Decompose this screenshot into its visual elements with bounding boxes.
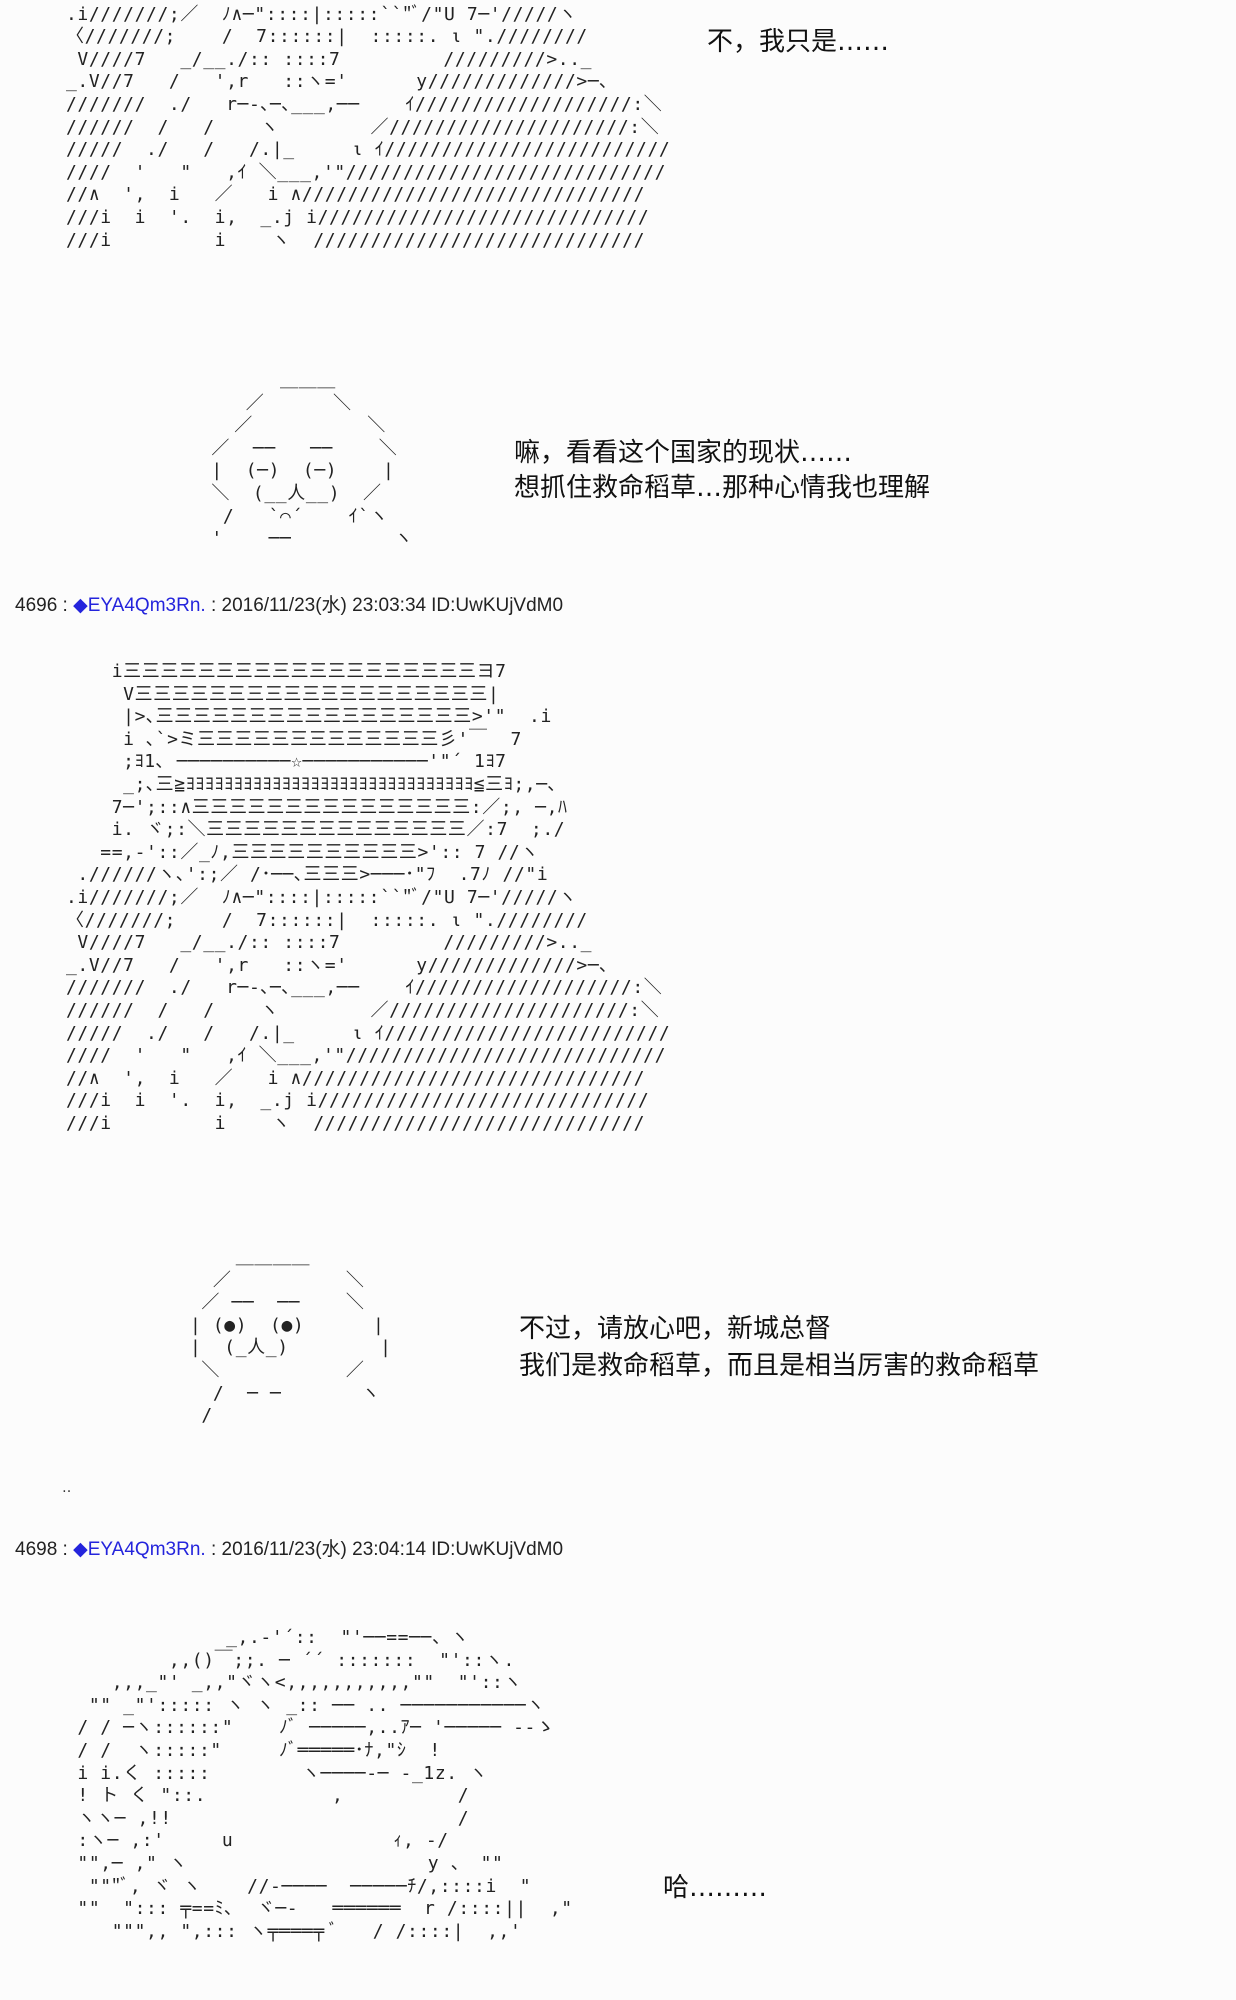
- dialogue-text: 不，我只是……: [707, 24, 889, 60]
- post-number: 4698: [15, 1539, 58, 1560]
- dialogue-line: 我们是救命稻草，而且是相当厉害的救命稻草: [519, 1351, 1040, 1381]
- poster-id: ID:UwKUjVdM0: [431, 1539, 564, 1560]
- header-separator: :: [57, 1539, 74, 1560]
- header-separator: :: [57, 595, 74, 616]
- dialogue-text: 不过，请放心吧，新城总督 我们是救命稻草，而且是相当厉害的救命稻草: [519, 1311, 1039, 1385]
- header-separator: :: [205, 1539, 222, 1560]
- poster-id: ID:UwKUjVdM0: [431, 595, 564, 616]
- ascii-art-face-open-eyes: ＿＿＿＿ ／ ＼ ／ ── ── ＼ | (●) (●) | | (_人_) |…: [190, 1247, 392, 1427]
- post-header: 4696 : ◆EYA4Qm3Rn. : 2016/11/23(水) 23:03…: [15, 595, 563, 617]
- ascii-art-closeup: _,.-'´:: "'──==──、ヽ ,,()￣;;. ─ ´´ ::::::…: [77, 1627, 573, 1942]
- header-separator: :: [205, 595, 222, 616]
- dialogue-line: 不过，请放心吧，新城总督: [519, 1314, 832, 1344]
- dialogue-line: 哈………: [663, 1873, 768, 1903]
- diamond-icon: ◆: [73, 1539, 88, 1560]
- post-datetime: 2016/11/23(水) 23:03:34: [221, 595, 427, 616]
- dialogue-text: 哈………: [663, 1870, 767, 1906]
- dialogue-line: 不，我只是……: [707, 27, 890, 57]
- trip-name: ◆EYA4Qm3Rn.: [73, 595, 206, 616]
- ascii-art-robot-tail: .//////ヽ､':;／ /･──､三三三>───･"ﾌ .7ﾉ //"i .…: [66, 0, 671, 251]
- ascii-art-face-closed-eyes: ＿＿＿ ／ ＼ ／ ＼ ／ ── ── ＼ | (─) (─) | ＼ (__人…: [211, 370, 414, 550]
- diamond-icon: ◆: [73, 595, 88, 616]
- ascii-art-robot: i三三三三三三三三三三三三三三三三三三三ヨ7 V三三三三三三三三三三三三三三三三…: [66, 661, 671, 1134]
- trailing-mark: ‥: [62, 1480, 72, 1496]
- trip-code: EYA4Qm3Rn.: [87, 595, 206, 616]
- post-number: 4696: [15, 595, 58, 616]
- post-datetime: 2016/11/23(水) 23:04:14: [221, 1539, 427, 1560]
- dialogue-line: 想抓住救命稻草…那种心情我也理解: [514, 473, 931, 503]
- trip-code: EYA4Qm3Rn.: [87, 1539, 206, 1560]
- dialogue-text: 嘛，看看这个国家的现状…… 想抓住救命稻草…那种心情我也理解: [514, 436, 930, 506]
- trip-name: ◆EYA4Qm3Rn.: [73, 1539, 206, 1560]
- post-header: 4698 : ◆EYA4Qm3Rn. : 2016/11/23(水) 23:04…: [15, 1539, 563, 1561]
- dialogue-line: 嘛，看看这个国家的现状……: [514, 438, 853, 468]
